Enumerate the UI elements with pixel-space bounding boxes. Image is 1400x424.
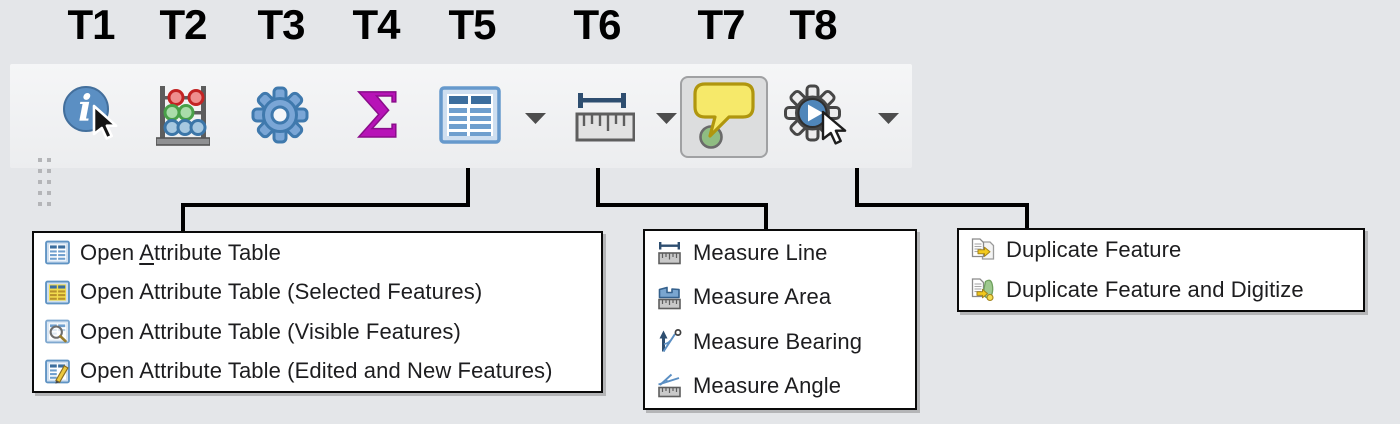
toolbar-button-open-attribute-table[interactable] [438, 85, 502, 149]
toolbar-button-identify[interactable]: i [58, 84, 128, 150]
callout-line-t5 [466, 168, 470, 207]
callout-line-t5 [181, 203, 185, 233]
toolbar-button-options[interactable] [250, 85, 310, 150]
toolbar-button-map-tips[interactable] [680, 76, 768, 158]
menu-item-label: Duplicate Feature and Digitize [1006, 277, 1304, 302]
menu-item-duplicate-feature-and-digitize[interactable]: Duplicate Feature and Digitize [959, 270, 1363, 310]
menu-item-label: Open Attribute Table (Selected Features) [80, 279, 483, 305]
menu-item-open-attribute-table[interactable]: Open Attribute Table [34, 233, 601, 273]
sigma-icon: Σ [355, 79, 400, 152]
label-t4: T4 [352, 1, 400, 48]
label-t8: T8 [789, 1, 837, 48]
menu-item-label: Measure Bearing [693, 328, 863, 354]
menu-item-open-attribute-table-selected[interactable]: Open Attribute Table (Selected Features) [34, 273, 601, 313]
menu-item-label: Open Attribute Table [80, 239, 281, 265]
label-t5: T5 [448, 1, 496, 48]
label-t3: T3 [257, 1, 305, 48]
toolbar-button-statistical-summary[interactable]: Σ [350, 82, 406, 150]
run-feature-action-dropdown-arrow[interactable] [876, 111, 900, 125]
duplicate-feature-digitize-icon [970, 277, 996, 303]
toolbar-drag-handle[interactable] [36, 156, 54, 210]
callout-line-t6 [764, 203, 768, 231]
toolbar-button-run-feature-action[interactable] [778, 84, 864, 152]
callout-line-t6 [596, 168, 600, 207]
measure-menu: Measure Line Measure Area [643, 229, 917, 410]
menu-item-measure-angle[interactable]: Measure Angle [645, 364, 915, 408]
measure-bearing-icon [656, 328, 683, 355]
abacus-icon [155, 84, 211, 151]
measure-angle-icon [656, 372, 683, 399]
measure-dropdown-arrow[interactable] [654, 111, 678, 125]
toolbar-button-measure[interactable] [563, 91, 639, 148]
attribute-table-visible-icon [45, 319, 70, 344]
svg-text:i: i [78, 88, 92, 130]
attribute-table-dropdown-arrow[interactable] [523, 111, 547, 125]
map-tip-bubble-icon [689, 80, 759, 155]
attribute-table-icon [45, 240, 70, 265]
callout-line-t8 [855, 168, 859, 207]
identify-icon: i [60, 84, 126, 151]
label-t7: T7 [697, 1, 745, 48]
menu-item-label: Duplicate Feature [1006, 237, 1182, 262]
toolbar-button-statistics[interactable] [155, 84, 211, 151]
label-t6: T6 [573, 1, 621, 48]
callout-line-t5 [181, 203, 470, 207]
menu-item-measure-bearing[interactable]: Measure Bearing [645, 320, 915, 364]
measure-area-icon [656, 284, 683, 311]
attribute-table-menu: Open Attribute Table Open Attribute Tabl… [32, 231, 603, 393]
callout-line-t8 [855, 203, 1029, 207]
menu-item-label: Measure Angle [693, 372, 842, 398]
attribute-table-icon [439, 85, 501, 149]
menu-item-label: Measure Line [693, 240, 828, 266]
attribute-table-edited-icon [45, 359, 70, 384]
duplicate-feature-menu: Duplicate Feature Duplicate Feature and … [957, 228, 1365, 312]
menu-item-duplicate-feature[interactable]: Duplicate Feature [959, 230, 1363, 270]
callout-line-t6 [596, 203, 768, 207]
menu-item-open-attribute-table-visible[interactable]: Open Attribute Table (Visible Features) [34, 312, 601, 352]
toolbar: i [10, 64, 912, 206]
duplicate-feature-icon [970, 237, 996, 263]
gear-icon [250, 85, 310, 150]
run-feature-action-icon [781, 83, 861, 154]
label-t1: T1 [67, 1, 115, 48]
menu-item-open-attribute-table-edited[interactable]: Open Attribute Table (Edited and New Fea… [34, 352, 601, 392]
menu-item-label: Measure Area [693, 284, 832, 310]
menu-item-label: Open Attribute Table (Edited and New Fea… [80, 358, 553, 384]
menu-item-measure-area[interactable]: Measure Area [645, 275, 915, 319]
menu-item-measure-line[interactable]: Measure Line [645, 231, 915, 275]
callout-line-t8 [1025, 203, 1029, 230]
label-t2: T2 [159, 1, 207, 48]
measure-ruler-icon [567, 91, 636, 148]
menu-item-label: Open Attribute Table (Visible Features) [80, 318, 461, 344]
attribute-table-selected-icon [45, 280, 70, 305]
measure-line-icon [656, 240, 683, 267]
